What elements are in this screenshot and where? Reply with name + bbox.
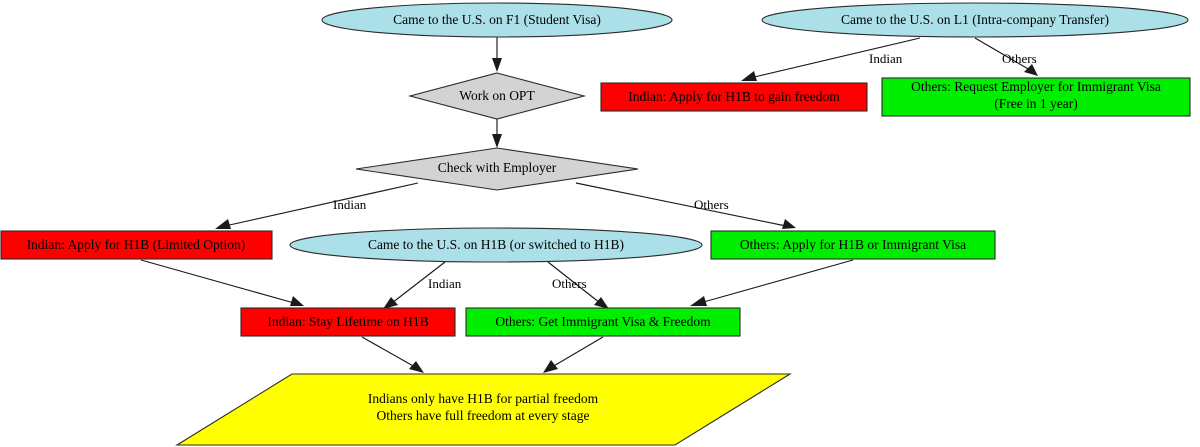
node-l1-indian-h1b[interactable]: Indian: Apply for H1B to gain freedom [600,82,868,112]
node-conclusion-line2: Others have full freedom at every stage [377,408,590,423]
node-opt-others-label: Others: Apply for H1B or Immigrant Visa [740,237,966,252]
node-l1-others-immigrant-visa[interactable]: Others: Request Employer for Immigrant V… [881,77,1191,117]
node-h1b-label: Came to the U.S. on H1B (or switched to … [368,237,624,252]
node-employer-label: Check with Employer [438,160,557,175]
node-conclusion[interactable]: Indians only have H1B for partial freedo… [175,373,792,446]
edge-label-h1b-others: Others [552,276,587,291]
edge-h1b-to-green [547,261,609,309]
edge-label-l1-others: Others [1002,51,1037,66]
node-get-green-label: Others: Get Immigrant Visa & Freedom [495,314,711,329]
node-opt-indian-limited[interactable]: Indian: Apply for H1B (Limited Option) [0,230,273,260]
node-check-with-employer[interactable]: Check with Employer [355,147,639,191]
node-others-get-immigrant-visa[interactable]: Others: Get Immigrant Visa & Freedom [465,307,741,337]
edge-stay-to-conclusion [361,336,424,373]
edge-opt-others-to-green [690,259,854,306]
node-conclusion-line1: Indians only have H1B for partial freedo… [368,391,599,406]
node-stay-h1b-label: Indian: Stay Lifetime on H1B [267,314,428,329]
node-l1-others-label-line1: Others: Request Employer for Immigrant V… [911,79,1161,94]
edge-employer-to-opt-indian [215,182,419,229]
node-f1-label: Came to the U.S. on F1 (Student Visa) [393,12,601,27]
edge-employer-to-opt-others [575,182,796,229]
node-l1-label: Came to the U.S. on L1 (Intra-company Tr… [841,12,1109,27]
node-l1-others-label-line2: (Free in 1 year) [994,96,1078,111]
edge-f1-to-opt [492,37,502,72]
node-f1-student-visa[interactable]: Came to the U.S. on F1 (Student Visa) [321,2,673,38]
node-l1-indian-label: Indian: Apply for H1B to gain freedom [628,89,840,104]
edge-label-l1-indian: Indian [869,51,903,66]
edge-l1-to-others [974,37,1038,76]
node-indian-stay-lifetime-h1b[interactable]: Indian: Stay Lifetime on H1B [240,307,456,337]
node-work-on-opt[interactable]: Work on OPT [407,72,587,120]
edges-layer [140,37,1038,373]
node-opt-label: Work on OPT [459,88,535,103]
node-l1-intra-company[interactable]: Came to the U.S. on L1 (Intra-company Tr… [761,2,1189,38]
edge-green-to-conclusion [543,336,604,373]
edge-l1-to-indian [741,37,921,81]
node-opt-others-apply[interactable]: Others: Apply for H1B or Immigrant Visa [710,230,996,260]
node-opt-indian-label: Indian: Apply for H1B (Limited Option) [27,237,246,252]
edge-labels-layer: Indian Others Indian Others Indian Other… [333,51,1037,291]
edge-opt-indian-to-stay [140,259,304,306]
edge-label-h1b-indian: Indian [428,276,462,291]
edge-label-emp-others: Others [694,197,729,212]
node-came-on-h1b[interactable]: Came to the U.S. on H1B (or switched to … [289,227,703,263]
edge-h1b-to-stay [383,261,446,309]
edge-label-emp-indian: Indian [333,197,367,212]
